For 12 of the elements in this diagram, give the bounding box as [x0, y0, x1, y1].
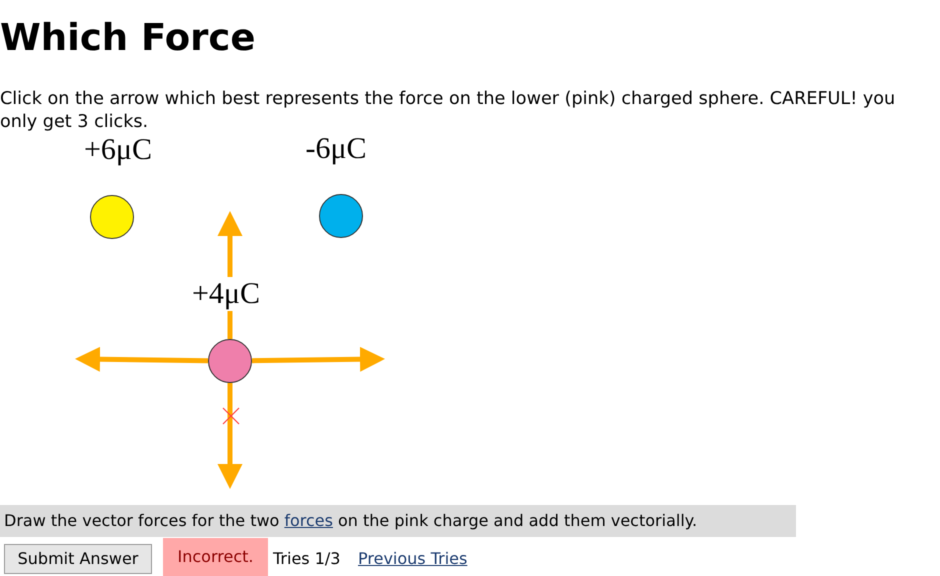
previous-tries-link: Previous Tries	[358, 548, 468, 570]
hint-text: on the pink charge and add them vectorially.	[338, 510, 698, 532]
page-title: Which Force	[0, 16, 256, 60]
forces-link: forces	[284, 510, 333, 532]
tries-text: Tries 1/3	[273, 548, 340, 570]
incorrect-badge: Incorrect.	[163, 538, 268, 576]
hint-text: Draw the vector forces for the two	[4, 510, 280, 532]
force-arrow	[218, 383, 242, 489]
force-arrow	[75, 346, 208, 372]
force-arrow	[252, 346, 385, 372]
submit-button: Submit Answer	[4, 544, 152, 574]
instruction-text: Click on the arrow which best represents the force on the lower (pink) charged sphere. CAREFUL! you only get 3 clicks.	[0, 88, 896, 134]
